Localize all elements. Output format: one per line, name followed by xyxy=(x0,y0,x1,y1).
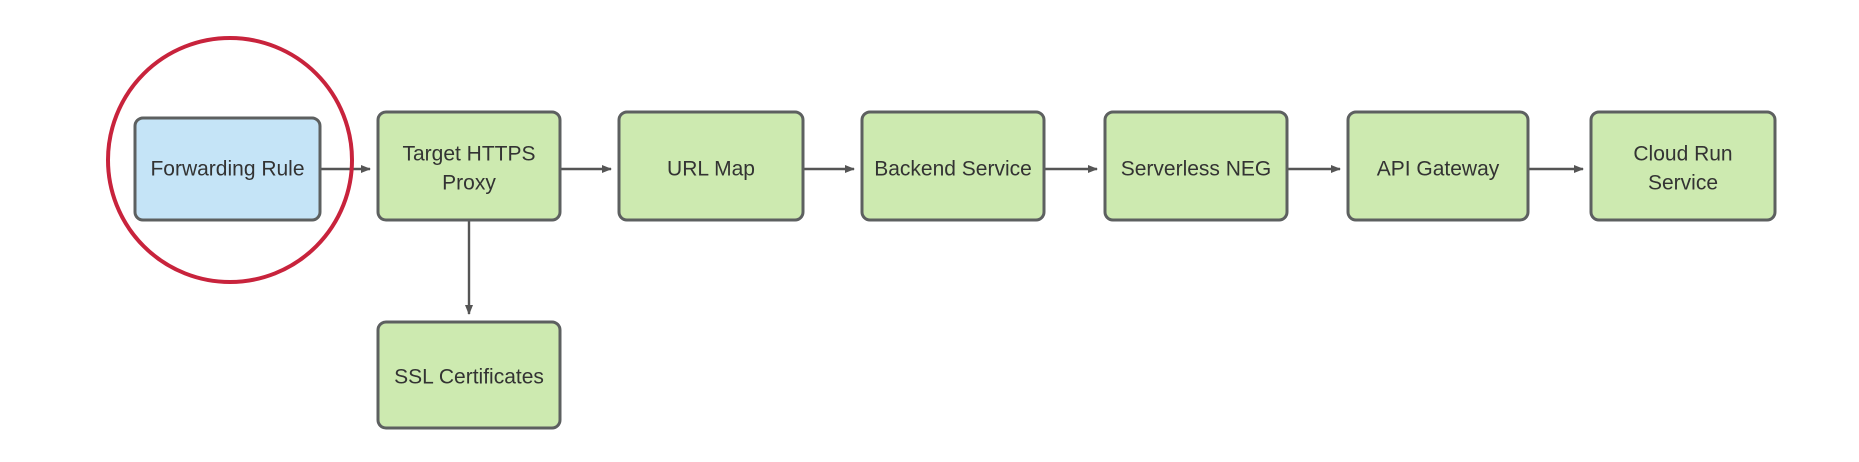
annotations-layer xyxy=(106,36,354,284)
node-target-https-proxy-shape[interactable] xyxy=(376,110,562,222)
node-serverless-neg-label: Serverless NEG xyxy=(1121,158,1272,181)
node-serverless-neg[interactable]: Serverless NEG xyxy=(1103,110,1289,222)
highlight-circle-forwarding-rule xyxy=(106,36,354,284)
node-target-https-proxy-label-line1: Target HTTPS xyxy=(402,143,535,166)
node-cloud-run-service-shape[interactable] xyxy=(1589,110,1777,222)
nodes-layer: Forwarding Rule Target HTTPS Proxy URL M… xyxy=(133,110,1777,430)
node-forwarding-rule-label: Forwarding Rule xyxy=(150,158,304,181)
node-url-map-label: URL Map xyxy=(667,158,755,181)
node-cloud-run-service[interactable]: Cloud Run Service xyxy=(1589,110,1777,222)
node-forwarding-rule[interactable]: Forwarding Rule xyxy=(133,116,322,222)
node-api-gateway-label: API Gateway xyxy=(1377,158,1500,181)
edges-layer xyxy=(320,165,1584,315)
node-ssl-certificates-shape[interactable] xyxy=(376,320,562,430)
node-api-gateway-shape[interactable] xyxy=(1346,110,1530,222)
node-backend-service-shape[interactable] xyxy=(860,110,1046,222)
node-url-map-shape[interactable] xyxy=(617,110,805,222)
node-serverless-neg-shape[interactable] xyxy=(1103,110,1289,222)
node-target-https-proxy-label-line2: Proxy xyxy=(442,172,496,195)
node-backend-service-label: Backend Service xyxy=(874,158,1032,181)
node-cloud-run-service-label-line2: Service xyxy=(1648,172,1718,195)
node-ssl-certificates-label: SSL Certificates xyxy=(394,366,544,389)
node-api-gateway[interactable]: API Gateway xyxy=(1346,110,1530,222)
node-url-map[interactable]: URL Map xyxy=(617,110,805,222)
node-backend-service[interactable]: Backend Service xyxy=(860,110,1046,222)
node-forwarding-rule-shape[interactable] xyxy=(133,116,322,222)
node-cloud-run-service-label-line1: Cloud Run xyxy=(1633,143,1732,166)
node-ssl-certificates[interactable]: SSL Certificates xyxy=(376,320,562,430)
node-target-https-proxy[interactable]: Target HTTPS Proxy xyxy=(376,110,562,222)
